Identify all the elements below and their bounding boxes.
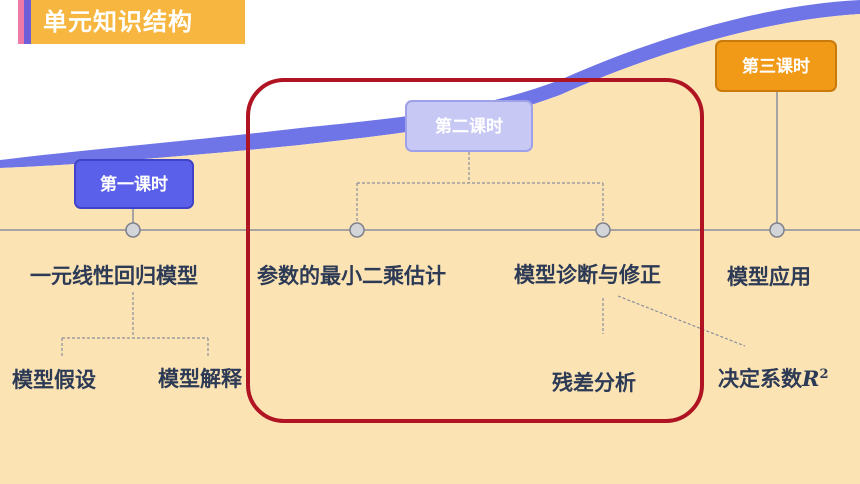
topic-linear-regression-model: 一元线性回归模型	[30, 264, 198, 288]
bracket-first-sub	[61, 292, 209, 356]
header-stripe-purple	[24, 0, 31, 44]
r-symbol: R	[802, 366, 820, 391]
lesson-second-tag: 第二课时	[405, 100, 533, 152]
subtopic-residual-analysis: 残差分析	[552, 371, 636, 395]
header-bar: 单元知识结构	[0, 0, 245, 44]
topic-least-squares: 参数的最小二乘估计	[257, 264, 446, 288]
highlight-frame	[246, 78, 704, 423]
subtopic-coefficient-of-determination: 决定系数R2	[718, 363, 829, 393]
lesson-third-tag: 第三课时	[715, 40, 837, 92]
page-title: 单元知识结构	[31, 0, 245, 44]
lesson-first-tag: 第一课时	[74, 159, 194, 209]
r-exponent: 2	[819, 367, 829, 382]
purple-wave	[0, 0, 860, 168]
bracket-second	[356, 152, 604, 230]
header-stripe-pink	[18, 0, 24, 44]
coefficient-label: 决定系数	[718, 367, 802, 391]
node-least-squares	[349, 222, 365, 238]
node-diagnosis	[595, 222, 611, 238]
node-third	[769, 222, 785, 238]
topic-model-diagnosis: 模型诊断与修正	[514, 263, 661, 287]
topic-model-application: 模型应用	[727, 265, 811, 289]
subtopic-model-assumption: 模型假设	[12, 368, 96, 392]
node-first	[125, 222, 141, 238]
sand-area	[0, 14, 860, 484]
connector-r2	[617, 295, 746, 347]
r-squared-symbol: R2	[802, 366, 829, 391]
subtopic-model-interpretation: 模型解释	[158, 367, 242, 391]
